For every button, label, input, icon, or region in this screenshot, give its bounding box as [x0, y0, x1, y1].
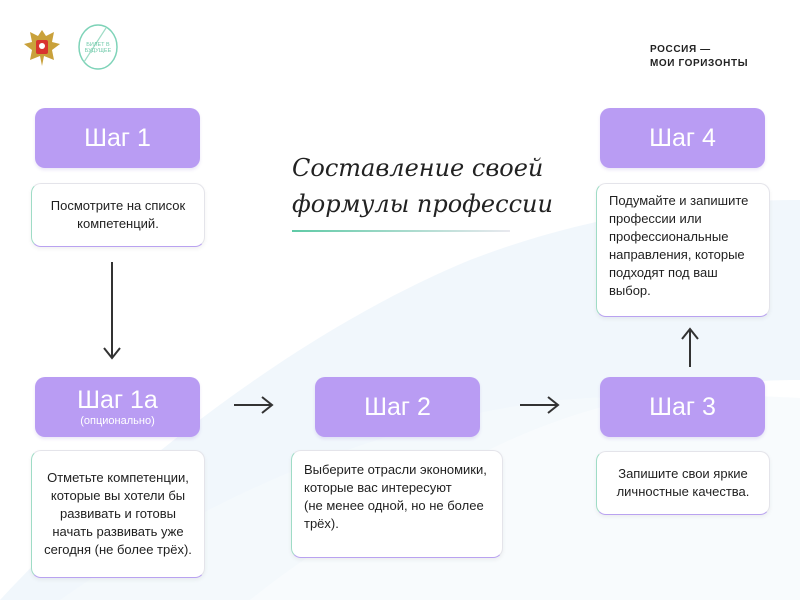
ticket-to-future-logo: БИЛЕТ В БУДУЩЕЕ	[76, 22, 120, 72]
svg-text:БУДУЩЕЕ: БУДУЩЕЕ	[85, 48, 112, 54]
arrow-right-icon	[234, 396, 274, 414]
svg-text:БИЛЕТ В: БИЛЕТ В	[86, 42, 110, 48]
step-1-card: Посмотрите на список компетенций.	[31, 183, 205, 247]
step-3-card: Запишите свои яркие личностные качества.	[596, 451, 770, 515]
step-4-header: Шаг 4	[600, 108, 765, 168]
emblem-logo	[22, 26, 62, 70]
arrow-up-icon	[681, 327, 699, 367]
arrow-right-icon	[520, 396, 560, 414]
title-underline	[292, 230, 510, 232]
step-2-header: Шаг 2	[315, 377, 480, 437]
step-1-header: Шаг 1	[35, 108, 200, 168]
arrow-down-icon	[103, 262, 121, 360]
diagram-title: Составление своей формулы профессии	[292, 154, 553, 218]
step-2-card: Выберите отрасли экономики, которые вас …	[291, 450, 503, 558]
step-1a-card: Отметьте компетенции, которые вы хотели …	[31, 450, 205, 578]
brand-title: РОССИЯ — МОИ ГОРИЗОНТЫ	[650, 44, 749, 69]
step-3-header: Шаг 3	[600, 377, 765, 437]
step-1a-header: Шаг 1а (опционально)	[35, 377, 200, 437]
step-4-card: Подумайте и запишите профессии или профе…	[596, 183, 770, 317]
